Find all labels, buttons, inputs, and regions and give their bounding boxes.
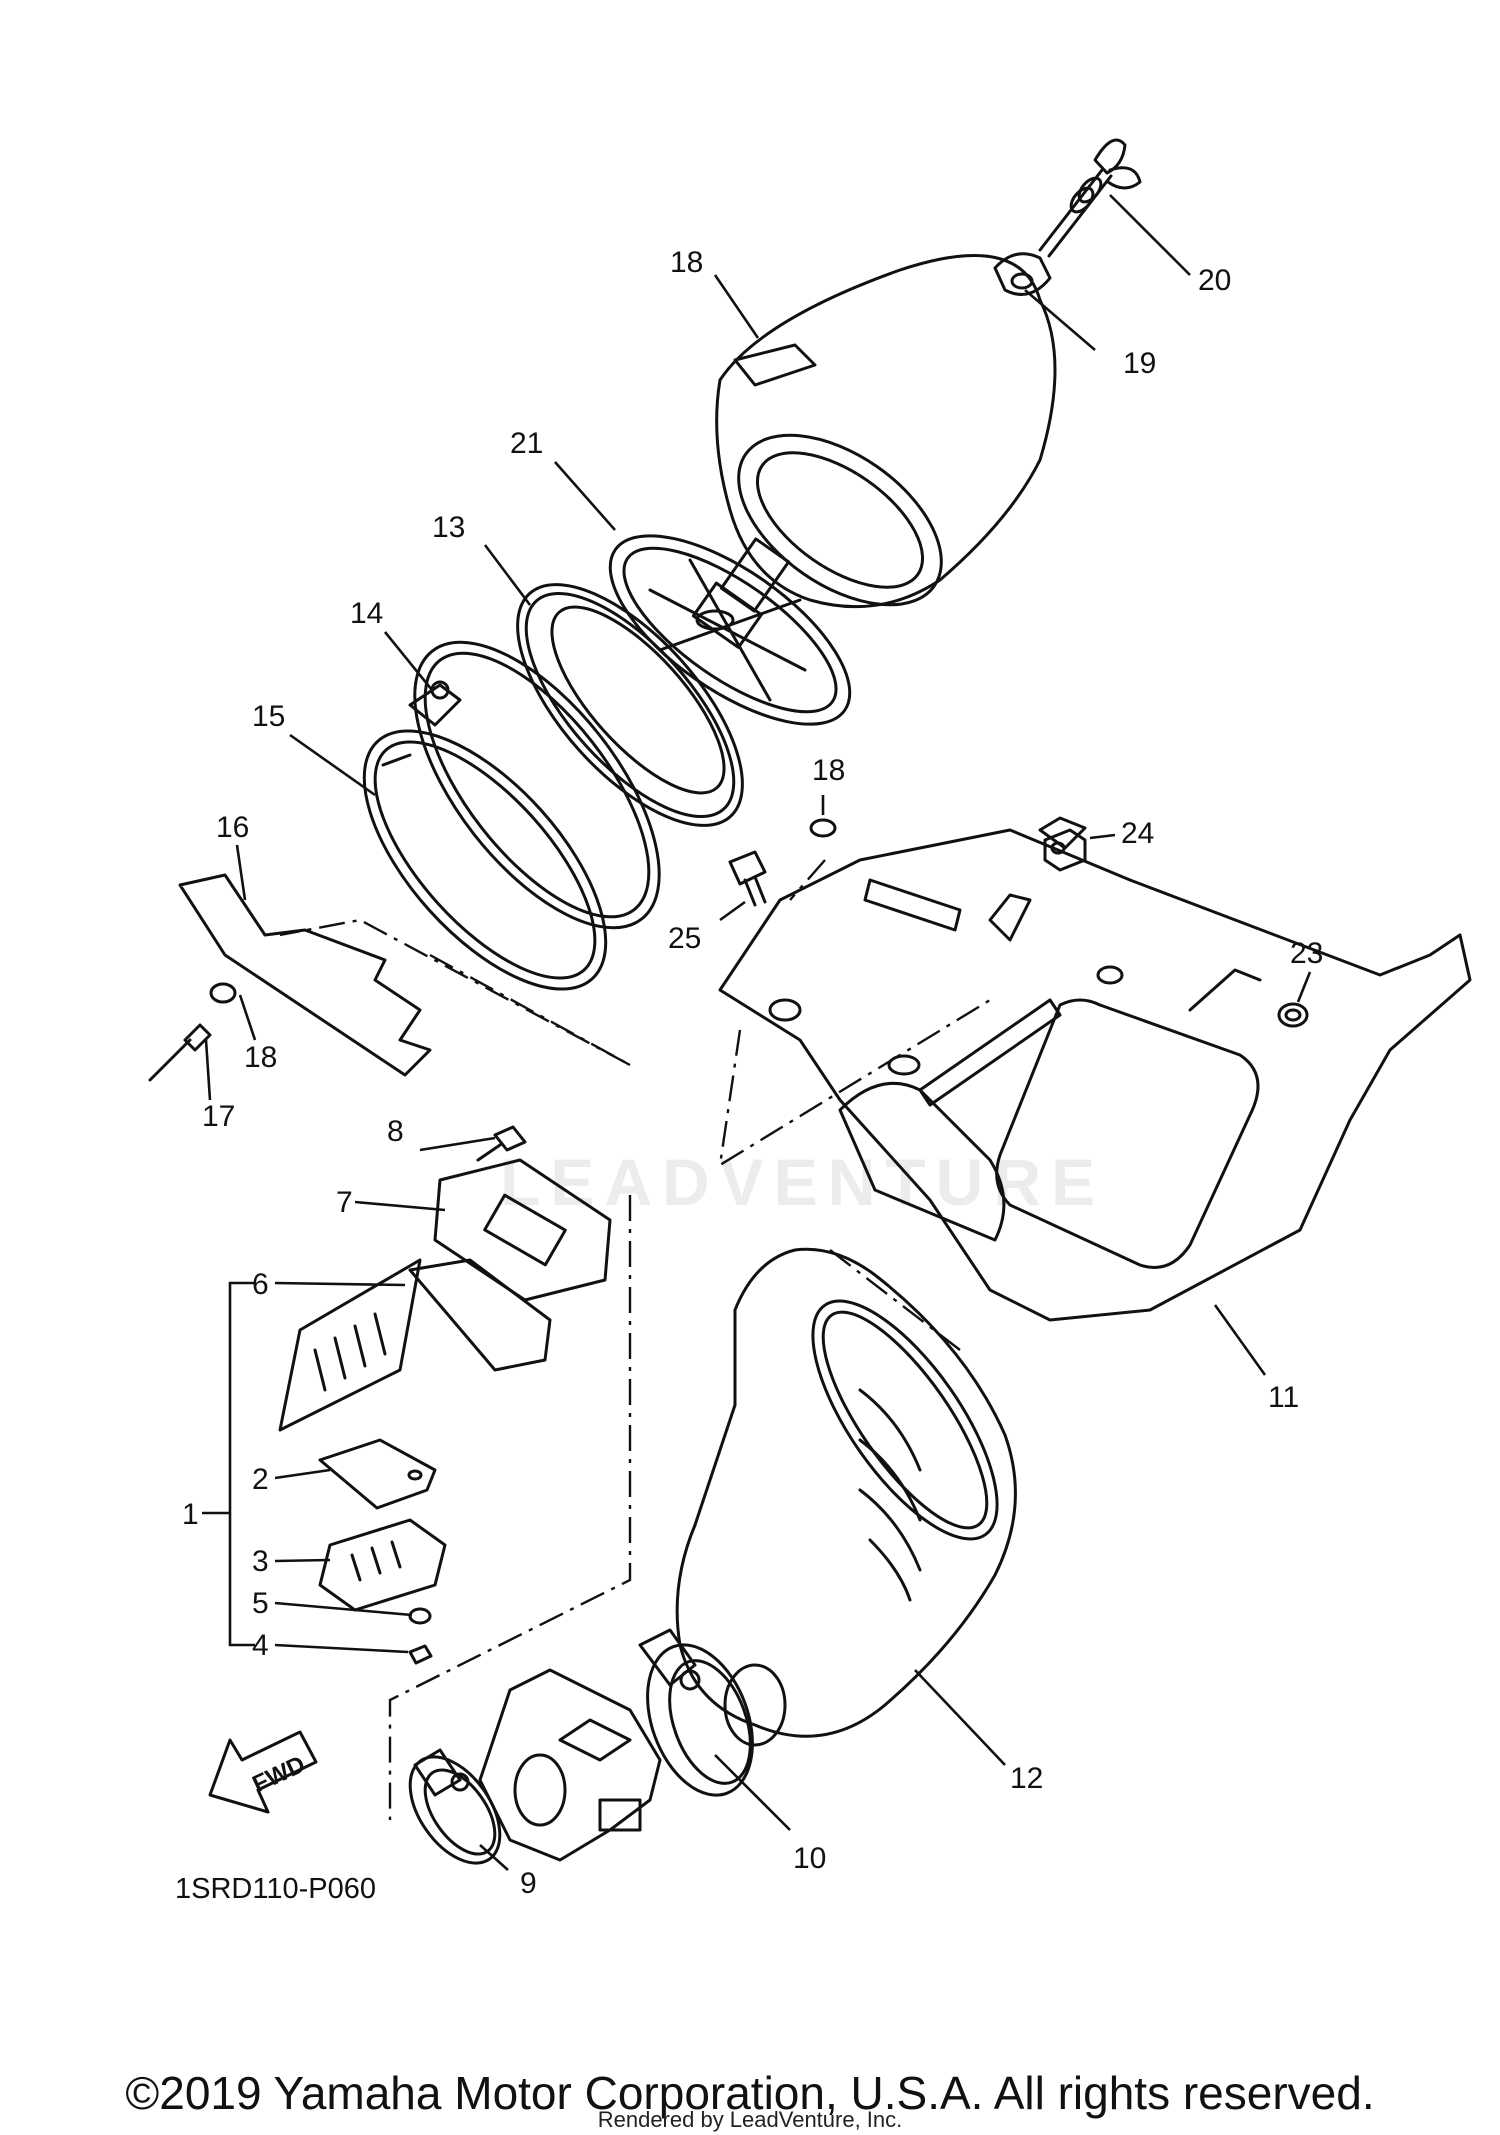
fwd-arrow-icon: FWD (208, 1730, 318, 1814)
clamp-part-9 (408, 1748, 502, 1865)
diagram-code: 1SRD110-P060 (175, 1873, 376, 1905)
reed-plate-part (318, 1438, 437, 1510)
assembly-guide-lines (279, 859, 991, 1820)
callout-11: 11 (1268, 1381, 1299, 1414)
air-filter-element-part (715, 253, 1057, 609)
callout-14: 14 (350, 597, 383, 630)
intake-duct-part (675, 1247, 1017, 1747)
reed-valve-assy-part (278, 1158, 612, 1432)
callout-15: 15 (252, 700, 285, 733)
callout-3: 3 (252, 1545, 269, 1578)
grommet-part-18a (809, 818, 837, 838)
callout-5: 5 (252, 1587, 269, 1620)
callout-17: 17 (202, 1100, 235, 1133)
wing-bolt-part (1038, 138, 1142, 258)
joint-ring-part (362, 729, 608, 991)
callout-7: 7 (336, 1186, 353, 1219)
callout-23: 23 (1290, 937, 1323, 970)
band-clamp-part (408, 640, 661, 930)
callout-16: 16 (216, 811, 249, 844)
air-filter-case-part (718, 816, 1472, 1322)
callout-21: 20 (1198, 264, 1231, 297)
callout-20: 19 (1123, 347, 1156, 380)
clamp-part-24 (1043, 828, 1087, 872)
callout-25: 25 (668, 922, 701, 955)
bolt-part-8 (476, 1125, 527, 1162)
callout-12: 12 (1010, 1762, 1043, 1795)
callout-labels: 18 20 19 21 13 14 15 16 18 17 18 25 24 2… (182, 246, 1323, 1900)
washer-part-5 (408, 1607, 432, 1625)
callout-9: 9 (520, 1867, 537, 1900)
copyright-notice: ©2019 Yamaha Motor Corporation, U.S.A. A… (125, 2067, 1375, 2119)
callout-24: 24 (1121, 817, 1154, 850)
callout-13: 13 (432, 511, 465, 544)
rivet-part (148, 1023, 212, 1082)
screw-part-4 (408, 1644, 433, 1665)
grommet-part-23 (1277, 1002, 1309, 1028)
callout-8: 8 (387, 1115, 404, 1148)
callout-18a: 18 (812, 754, 845, 787)
callout-10: 10 (793, 1842, 826, 1875)
assembly-1-bracket (228, 1281, 255, 1647)
filter-guide-part (608, 534, 852, 726)
callout-1: 1 (182, 1498, 199, 1531)
callout-4: 4 (252, 1629, 269, 1662)
grommet-part-18b (209, 982, 237, 1004)
callout-22: 21 (510, 427, 543, 460)
rendered-by-notice: Rendered by LeadVenture, Inc. (597, 2107, 903, 2132)
callout-19: 18 (670, 246, 703, 279)
leader-lines (202, 194, 1312, 1871)
clamp-part-10 (638, 1628, 754, 1797)
carburetor-outline (478, 1668, 662, 1862)
plate-part-16 (178, 873, 432, 1077)
callout-6: 6 (252, 1268, 269, 1301)
seal-part-13 (516, 583, 744, 827)
bolt-part-25 (728, 850, 767, 907)
callout-18b: 18 (244, 1041, 277, 1074)
callout-2: 2 (252, 1463, 269, 1496)
stopper-part (318, 1518, 447, 1612)
